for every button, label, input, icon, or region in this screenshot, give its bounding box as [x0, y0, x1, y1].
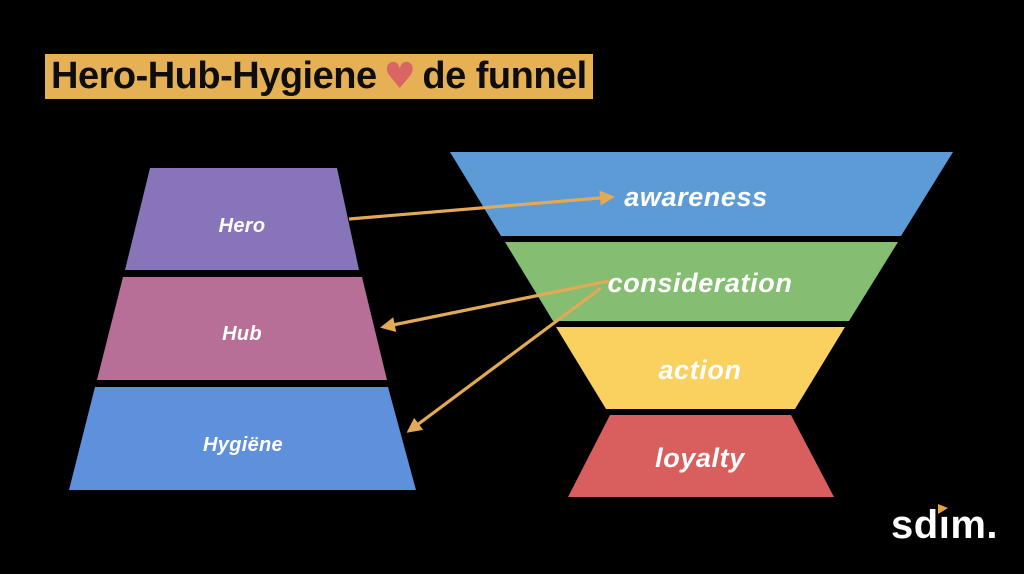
funnel-segment-consideration	[505, 242, 898, 321]
pyramid-segment-hub	[97, 277, 387, 380]
funnel-label-action: action	[658, 355, 741, 385]
logo-text-m-dot: m.	[950, 503, 998, 547]
arrow-consideration-to-hygiene	[406, 286, 602, 433]
logo-i-stem: ı	[938, 503, 951, 547]
page-title: Hero-Hub-Hygiene♥de funnel	[45, 54, 593, 99]
connector-arrows	[348, 190, 615, 433]
title-text-after-heart: de funnel	[422, 55, 587, 97]
pyramid-label-hub: Hub	[222, 323, 262, 345]
funnel-segment-awareness	[450, 152, 953, 236]
pyramid-segment-hero	[125, 168, 359, 270]
pyramid-label-hygiene: Hygiëne	[203, 434, 283, 456]
funnel-segment-loyalty	[568, 415, 834, 497]
funnel-segment-action	[556, 327, 845, 409]
funnel-label-awareness: awareness	[624, 182, 768, 212]
logo-letter-i: ı	[937, 503, 951, 548]
logo-text-sd: sd	[891, 503, 939, 547]
funnel-label-consideration: consideration	[608, 268, 793, 298]
logo-triangle-icon	[937, 504, 948, 514]
title-text-before-heart: Hero-Hub-Hygiene	[51, 55, 377, 97]
funnel-label-loyalty: loyalty	[655, 443, 746, 473]
pyramid-segment-hygiene	[69, 387, 416, 490]
arrow-consideration-to-hub	[380, 279, 610, 332]
marketing-funnel: awareness consideration action loyalty	[450, 152, 953, 497]
pyramid-label-hero: Hero	[219, 215, 266, 237]
content-pyramid: Hero Hub Hygiëne	[69, 168, 416, 490]
arrow-hero-to-awareness	[348, 190, 615, 221]
heart-icon: ♥	[383, 56, 416, 97]
